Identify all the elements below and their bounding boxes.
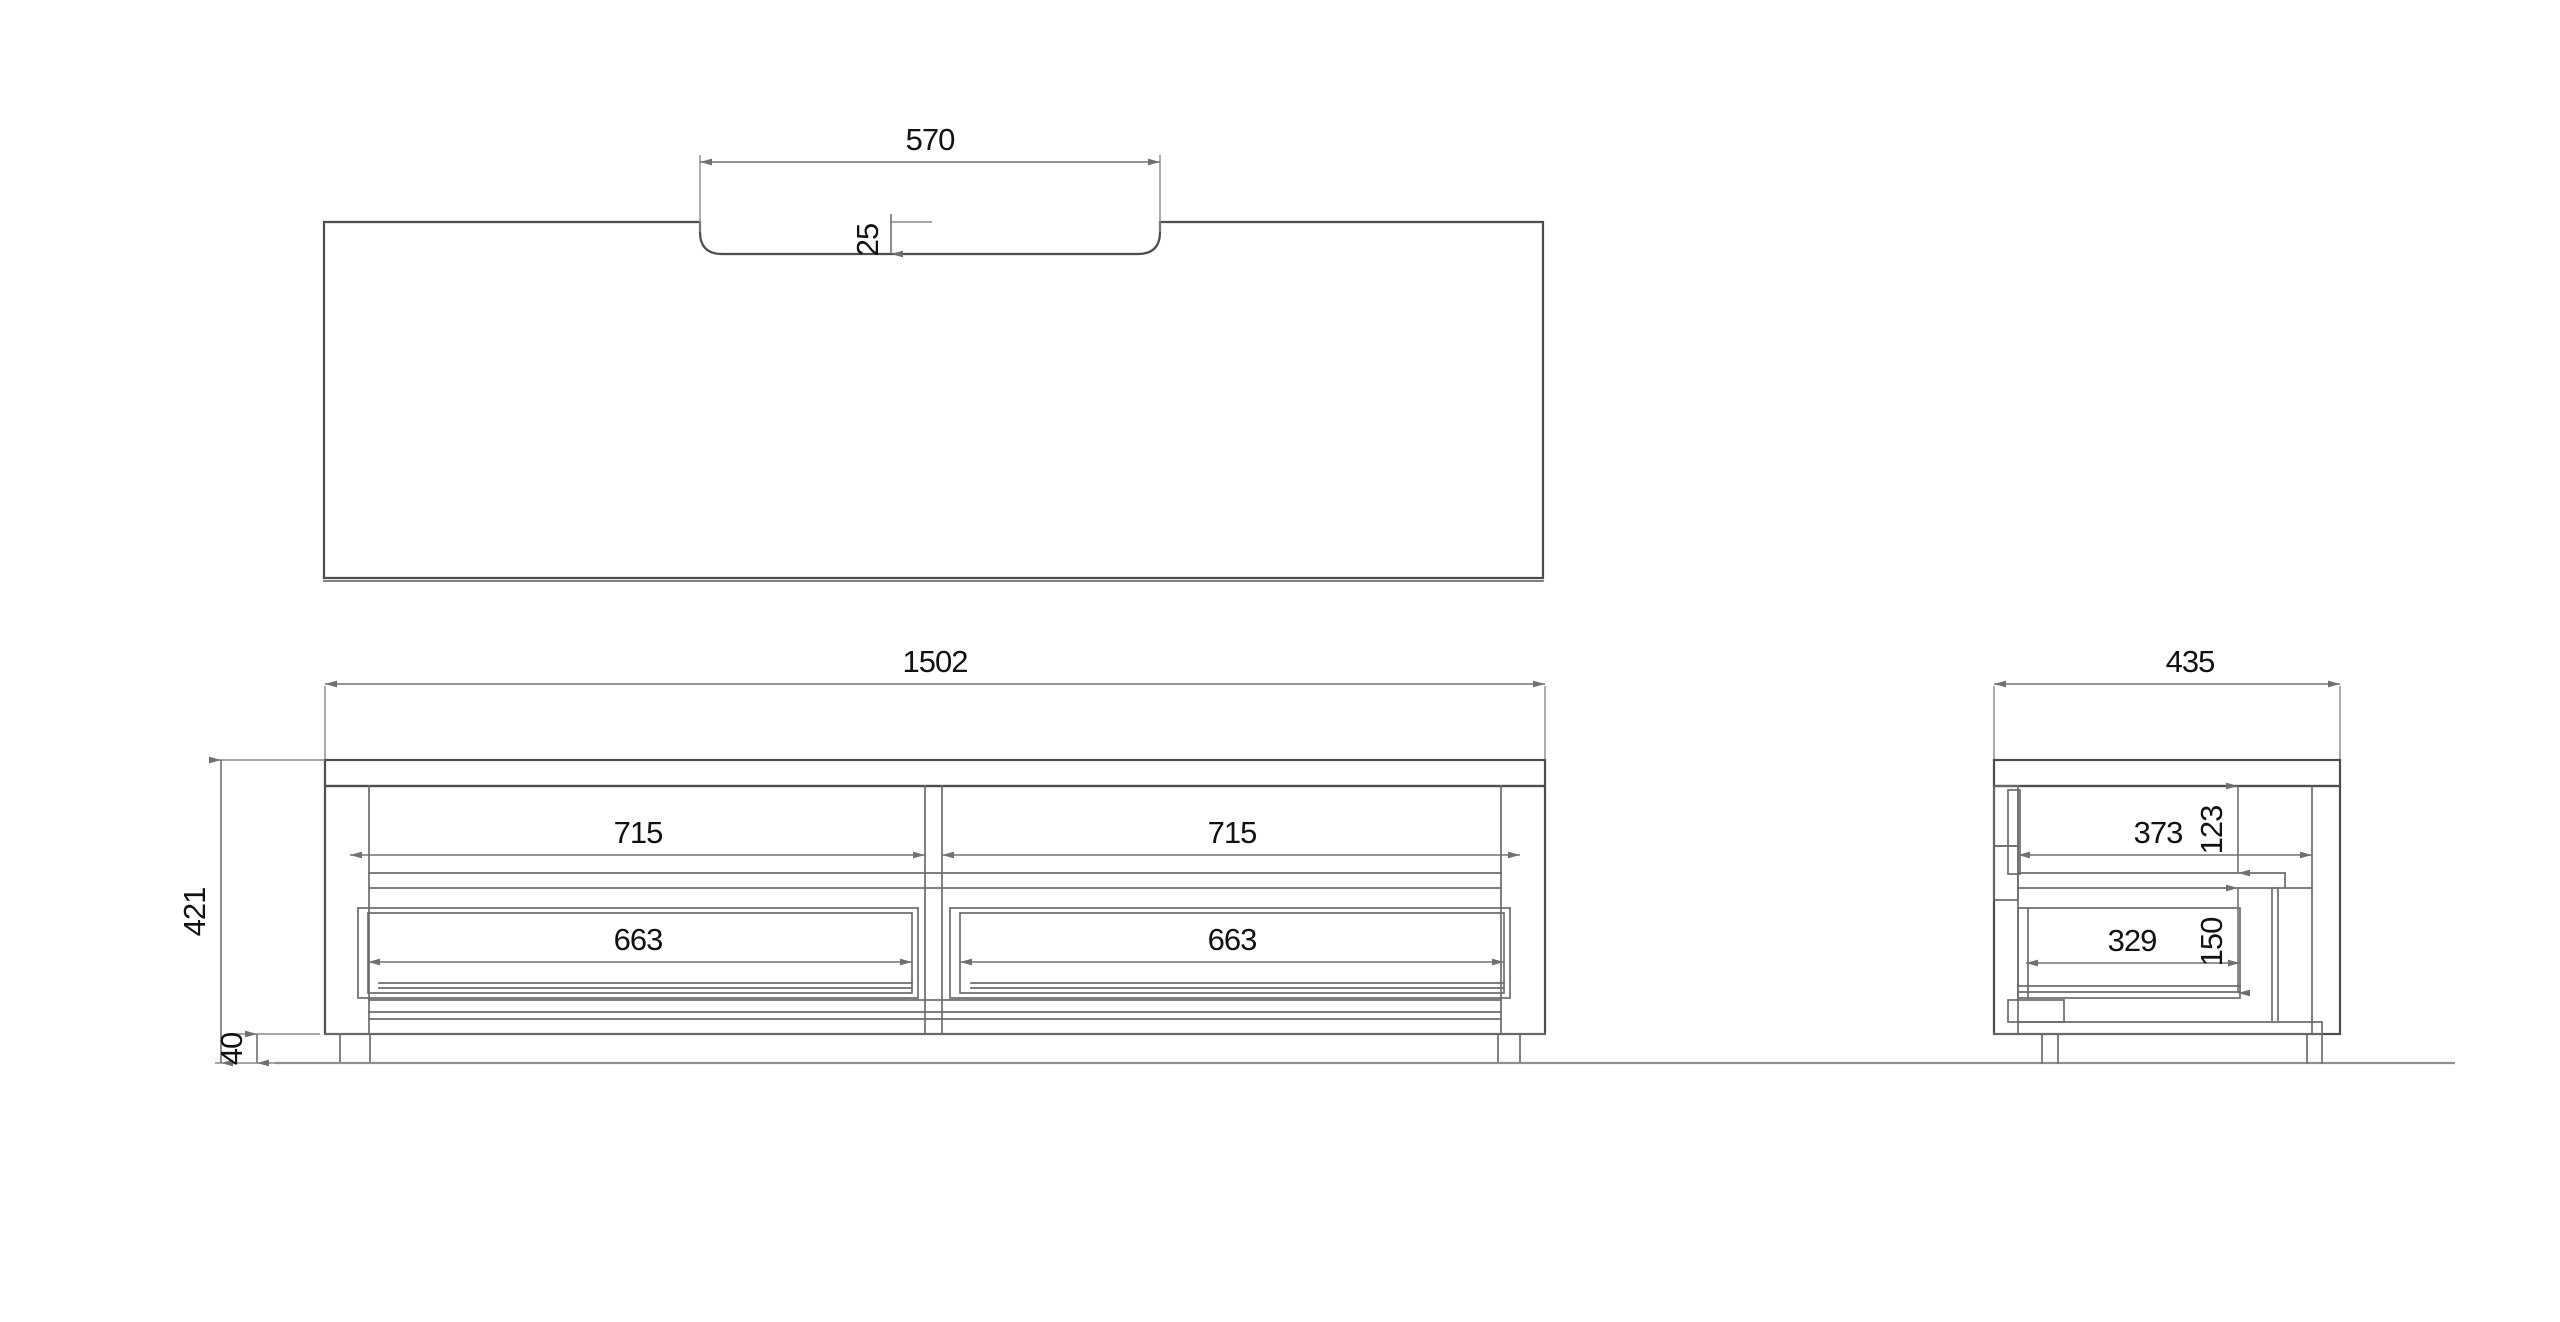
- dim-front-overall-height-label: 421: [177, 888, 212, 937]
- side-upper-handle-block: [1993, 785, 2019, 847]
- dim-front-leg-height-label: 40: [214, 1032, 249, 1065]
- front-drawer-right-inner: [959, 912, 1505, 994]
- side-plinth-outline: [1993, 1021, 2323, 1035]
- side-countertop-slab: [1992, 758, 2342, 788]
- plan-countertop-outline: [322, 220, 1545, 580]
- dim-side-drawer-height-label: 150: [2194, 917, 2229, 966]
- dim-opening-right-label: 715: [1208, 815, 1257, 850]
- side-elevation-group: 435: [1992, 644, 2342, 1064]
- side-lower-handle-block: [2007, 999, 2065, 1023]
- dim-side-opening-height-label: 123: [2194, 806, 2229, 855]
- dim-side-overall-depth-label: 435: [2166, 644, 2215, 679]
- side-upper-handle-lip: [2007, 789, 2021, 875]
- front-drawer-right-outer: [949, 907, 1511, 999]
- side-mid-handle-block: [1993, 845, 2019, 901]
- front-elevation-group: 1502: [177, 644, 2455, 1067]
- dim-front-overall-width-label: 1502: [903, 644, 968, 679]
- front-carcass-outline: [323, 784, 1547, 1036]
- front-drawer-left-outer: [357, 907, 919, 999]
- dim-side-drawer-depth-label: 329: [2108, 923, 2157, 958]
- front-drawer-left-inner: [367, 912, 913, 994]
- front-countertop-slab: [323, 758, 1547, 788]
- dim-notch-depth-label: 25: [850, 224, 885, 256]
- dim-side-opening-depth-label: 373: [2134, 815, 2183, 850]
- dim-notch-width-label: 570: [906, 122, 955, 157]
- dim-drawer-right-label: 663: [1208, 922, 1257, 957]
- dim-opening-left-label: 715: [614, 815, 663, 850]
- plan-view-group: 570 25: [322, 122, 1545, 582]
- dim-drawer-left-label: 663: [614, 922, 663, 957]
